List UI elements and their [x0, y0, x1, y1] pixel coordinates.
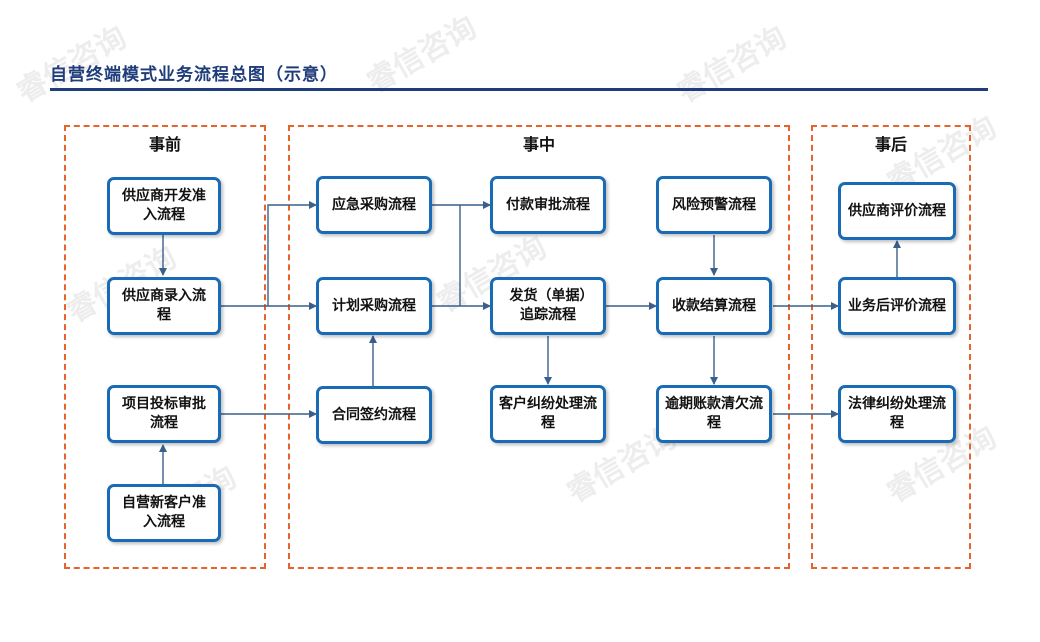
page-title: 自营终端模式业务流程总图（示意）: [50, 65, 338, 85]
phase-label-before: 事前: [148, 135, 181, 154]
node-contract-sign: 合同签约流程: [316, 386, 432, 444]
node-customer-dispute: 客户纠纷处理流程: [490, 385, 606, 443]
node-post-evaluation: 业务后评价流程: [838, 277, 956, 335]
node-legal-dispute: 法律纠纷处理流程: [838, 385, 956, 443]
phase-before: [64, 125, 266, 569]
node-payment-approval: 付款审批流程: [490, 176, 606, 234]
node-risk-warning: 风险预警流程: [656, 176, 772, 234]
phase-after: [811, 125, 971, 569]
node-supplier-evaluation: 供应商评价流程: [838, 182, 956, 240]
node-new-customer: 自营新客户准入流程: [107, 484, 221, 542]
node-overdue-clearing: 逾期账款清欠流程: [656, 385, 772, 443]
title-divider: [50, 88, 988, 91]
node-project-bid: 项目投标审批流程: [107, 385, 221, 443]
node-emergency-purchase: 应急采购流程: [316, 176, 432, 234]
node-supplier-entry: 供应商录入流程: [107, 277, 221, 335]
node-supplier-dev: 供应商开发准入流程: [107, 177, 221, 235]
phase-label-after: 事后: [874, 135, 907, 154]
link-entry-to-emergency: [267, 201, 317, 306]
node-planned-purchase: 计划采购流程: [316, 277, 432, 335]
phase-label-during: 事中: [522, 135, 555, 154]
node-shipment-tracking: 发货（单据）追踪流程: [490, 277, 606, 335]
phase-during: [288, 125, 790, 569]
node-collection-settlement: 收款结算流程: [656, 277, 772, 335]
